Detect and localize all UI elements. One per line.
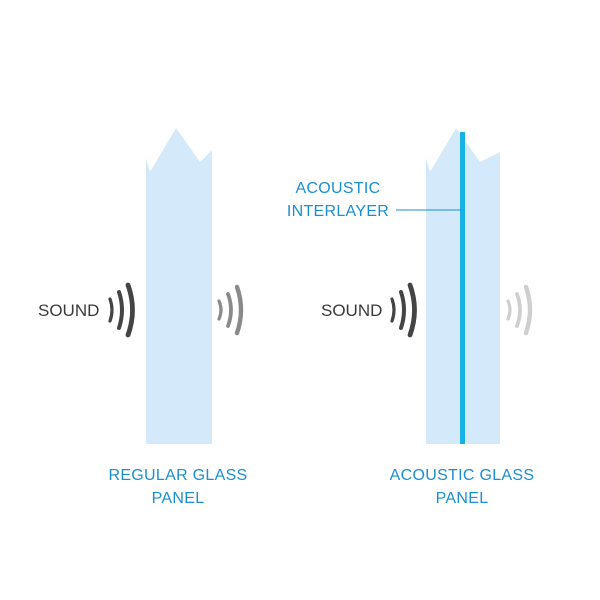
- regular-caption-line1: REGULAR GLASS: [108, 467, 247, 484]
- regular-incoming-wave-1: [108, 297, 114, 323]
- regular-incoming-wave-2: [117, 290, 124, 330]
- acoustic-caption-line2: PANEL: [436, 490, 489, 507]
- regular-incoming-sound-waves: [108, 282, 135, 338]
- regular-transmitted-sound-waves: [217, 284, 244, 336]
- regular-sound-label: SOUND: [38, 301, 99, 320]
- interlayer-label-line2: INTERLAYER: [287, 203, 389, 220]
- acoustic-caption-line1: ACOUSTIC GLASS: [390, 467, 535, 484]
- acoustic-interlayer: [460, 132, 465, 444]
- regular-incoming-wave-3: [125, 282, 135, 338]
- acoustic-incoming-sound-waves: [390, 282, 417, 338]
- regular-glass-panel: [146, 128, 212, 444]
- acoustic-sound-label: SOUND: [321, 301, 382, 320]
- regular-caption-line2: PANEL: [152, 490, 205, 507]
- regular-glass-pane: [146, 128, 212, 444]
- acoustic-glass-panel: [426, 128, 500, 444]
- acoustic-transmitted-sound-waves: [506, 284, 533, 336]
- interlayer-label-line1: ACOUSTIC: [295, 180, 380, 197]
- regular-transmitted-wave-2: [226, 292, 233, 328]
- acoustic-transmitted-wave-3: [523, 284, 533, 336]
- acoustic-transmitted-wave-1: [506, 299, 512, 321]
- regular-transmitted-wave-3: [234, 284, 244, 336]
- acoustic-transmitted-wave-2: [515, 292, 522, 328]
- acoustic-incoming-wave-3: [407, 282, 417, 338]
- regular-transmitted-wave-1: [217, 299, 223, 321]
- acoustic-incoming-wave-2: [399, 290, 406, 330]
- acoustic-incoming-wave-1: [390, 297, 396, 323]
